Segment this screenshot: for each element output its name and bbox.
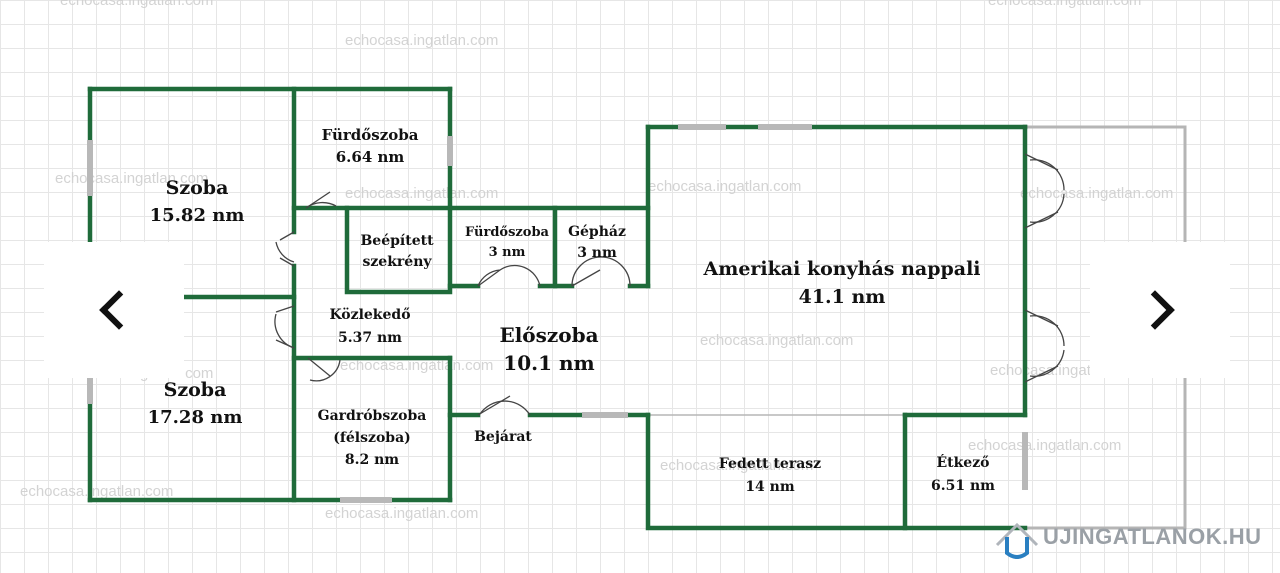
room-kozlekedo-name: Közlekedő — [329, 307, 410, 323]
room-kozlekedo-area: 5.37 nm — [338, 330, 402, 346]
watermark: echocasa.ingatlan.com — [325, 505, 479, 522]
watermark: echocasa.ingatlan.com — [55, 170, 209, 187]
walls — [87, 86, 1028, 531]
room-furdo-1-area: 6.64 nm — [336, 148, 405, 166]
room-etkezo-area: 6.51 nm — [931, 478, 995, 494]
room-szekreny-name: Beépített — [360, 233, 434, 249]
room-furdo-1-name: Fürdőszoba — [322, 126, 419, 144]
room-szoba-1-name: Szoba — [166, 177, 229, 199]
watermark: echocasa.ingatlan.com — [648, 178, 802, 195]
chevron-right-icon — [1135, 290, 1175, 330]
room-szoba-2-area: 17.28 nm — [148, 407, 243, 428]
room-etkezo-name: Étkező — [936, 453, 989, 471]
brand-logo: UJINGATLANOK.HU — [995, 512, 1262, 562]
room-eloszoba-area: 10.1 nm — [503, 351, 594, 375]
watermark: echocasa.ingatlan.com — [660, 457, 814, 474]
room-eloszoba-name: Előszoba — [499, 323, 598, 347]
doors — [274, 153, 1065, 416]
room-gardrob-area: 8.2 nm — [345, 452, 399, 468]
room-szekreny-area: szekrény — [362, 254, 432, 270]
room-gardrob-subtitle: (félszoba) — [333, 430, 411, 446]
watermark: echocasa.ingatlan.com — [60, 0, 214, 9]
room-nappali-area: 41.1 nm — [799, 286, 886, 308]
watermark: echocasa.ingatlan.com — [968, 437, 1122, 454]
room-labels: Szoba 15.82 nm Fürdőszoba 6.64 nm Beépít… — [148, 126, 996, 495]
watermark: echocasa.ingatlan.com — [345, 185, 499, 202]
brand-name: UJINGATLANOK.HU — [1043, 524, 1262, 549]
house-logo-icon — [995, 522, 1039, 559]
room-gardrob-name: Gardróbszoba — [318, 408, 427, 424]
prev-image-button[interactable] — [44, 242, 184, 378]
room-szoba-1-area: 15.82 nm — [150, 205, 245, 226]
windows — [87, 124, 1028, 503]
room-szoba-2-name: Szoba — [164, 379, 227, 401]
room-furdo-2-name: Fürdőszoba — [465, 225, 550, 240]
watermark: echocasa.ingatlan.com — [700, 332, 854, 349]
room-furdo-2-area: 3 nm — [489, 245, 526, 260]
watermark: echocasa.ingatlan.com — [345, 32, 499, 49]
room-terasz-area: 14 nm — [745, 479, 795, 495]
room-nappali-name: Amerikai konyhás nappali — [702, 258, 980, 280]
next-image-button[interactable] — [1090, 242, 1230, 378]
entrance-label: Bejárat — [474, 429, 532, 445]
watermark: echocasa.ingatlan.com — [340, 357, 494, 374]
watermark: echocasa.ingatlan.com — [20, 483, 174, 500]
room-gephaz-area: 3 nm — [577, 245, 617, 261]
room-gephaz-name: Gépház — [568, 224, 626, 240]
room-terasz-name: Fedett terasz — [719, 456, 821, 472]
watermark: echocasa.ingatlan.com — [988, 0, 1142, 9]
chevron-left-icon — [99, 290, 139, 330]
watermark: echocasa.ingatlan.com — [1020, 185, 1174, 202]
